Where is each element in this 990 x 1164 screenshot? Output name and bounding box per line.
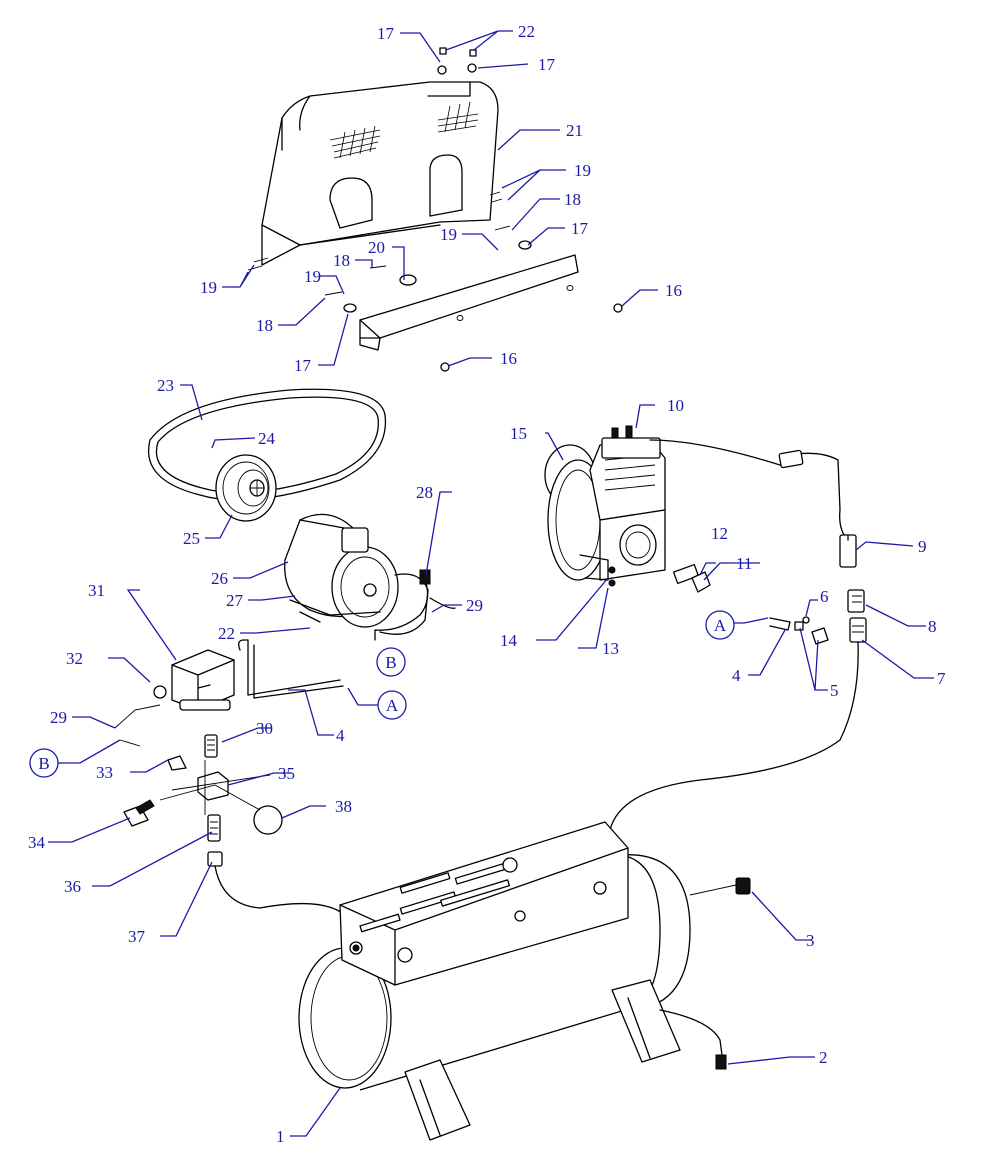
callout-18: 18 [564, 190, 581, 209]
callout-17: 17 [538, 55, 556, 74]
callout-31: 31 [88, 581, 105, 600]
callout-22: 22 [518, 22, 535, 41]
callout-labels: 17 22 17 21 19 18 17 19 20 18 19 19 18 1… [28, 22, 946, 1146]
callout-5: 5 [830, 681, 839, 700]
tank-feet [404, 979, 681, 1141]
callout-36: 36 [64, 877, 81, 896]
svg-text:A: A [386, 696, 399, 715]
compressor-pump [544, 425, 666, 581]
callout-34: 34 [28, 833, 46, 852]
electric-motor [284, 513, 429, 635]
connector-b-motor: B [376, 647, 406, 677]
callout-19: 19 [574, 161, 591, 180]
callout-30: 30 [256, 719, 273, 738]
callout-10: 10 [667, 396, 684, 415]
callout-21: 21 [566, 121, 583, 140]
callout-27: 27 [226, 591, 244, 610]
callout-25: 25 [183, 529, 200, 548]
callout-4: 4 [336, 726, 345, 745]
manifold-axes [114, 704, 271, 815]
callout-11: 11 [736, 554, 752, 573]
connector-a-switch: A [377, 690, 407, 720]
callout-23: 23 [157, 376, 174, 395]
callout-26: 26 [211, 569, 228, 588]
discharge-tube [649, 439, 857, 568]
callout-18: 18 [256, 316, 273, 335]
callout-13: 13 [602, 639, 619, 658]
pressure-switch [153, 649, 235, 711]
callout-1: 1 [276, 1127, 285, 1146]
callout-28: 28 [416, 483, 433, 502]
callout-16: 16 [665, 281, 682, 300]
callout-6: 6 [820, 587, 829, 606]
callout-29: 29 [466, 596, 483, 615]
callout-3: 3 [806, 931, 815, 950]
callout-37: 37 [128, 927, 146, 946]
callout-2: 2 [819, 1048, 828, 1067]
callout-9: 9 [918, 537, 927, 556]
connector-a-pump: A [705, 610, 735, 640]
callout-32: 32 [66, 649, 83, 668]
motor-cord [374, 569, 456, 641]
belt-guard-bracket [359, 254, 579, 351]
pump-hardware [608, 563, 711, 593]
callout-12: 12 [711, 524, 728, 543]
callout-17: 17 [377, 24, 395, 43]
svg-text:A: A [714, 616, 727, 635]
check-valve-fittings [609, 589, 867, 831]
callout-7: 7 [937, 669, 946, 688]
belt-guard [261, 81, 499, 266]
callout-15: 15 [510, 424, 527, 443]
callout-19: 19 [304, 267, 321, 286]
callout-24: 24 [258, 429, 276, 448]
callout-17: 17 [294, 356, 312, 375]
connector-b-switch: B [29, 748, 59, 778]
callout-35: 35 [278, 764, 295, 783]
manifold [123, 734, 283, 867]
connector-markers: A A B B [29, 610, 735, 778]
callout-38: 38 [335, 797, 352, 816]
callout-14: 14 [500, 631, 518, 650]
tank-plug [689, 877, 751, 896]
callout-33: 33 [96, 763, 113, 782]
svg-text:B: B [38, 754, 49, 773]
tank-drain [659, 1009, 727, 1070]
drive-belt [148, 388, 387, 501]
motor-pulley [215, 454, 277, 522]
leader-lines [48, 30, 934, 1137]
callout-19: 19 [440, 225, 457, 244]
callout-17: 17 [571, 219, 589, 238]
svg-text:B: B [385, 653, 396, 672]
callout-22: 22 [218, 624, 235, 643]
unloader-line [238, 639, 344, 699]
callout-19: 19 [200, 278, 217, 297]
callout-4: 4 [732, 666, 741, 685]
callout-8: 8 [928, 617, 937, 636]
callout-20: 20 [368, 238, 385, 257]
unloader-tube [769, 616, 829, 645]
tank-platform [339, 821, 629, 986]
tank-feed-line [214, 865, 351, 921]
callout-18: 18 [333, 251, 350, 270]
callout-16: 16 [500, 349, 517, 368]
belt-guard-hardware [247, 47, 623, 372]
callout-29: 29 [50, 708, 67, 727]
